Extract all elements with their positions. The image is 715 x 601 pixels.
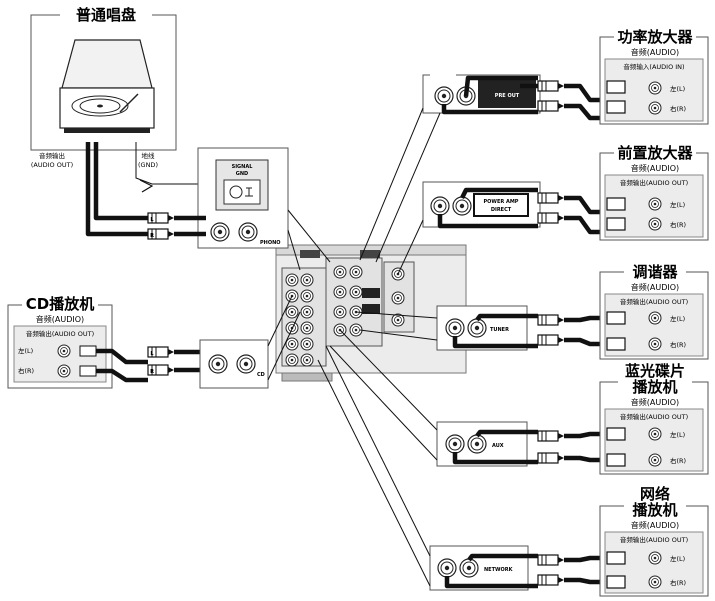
cd-input-label: CD (257, 372, 265, 378)
ground-wire (135, 142, 224, 185)
preamp-io: 音频输出(AUDIO OUT) (620, 178, 688, 187)
power-amp-cable-right (564, 103, 604, 121)
bluray-group: 音频(AUDIO) (631, 397, 679, 407)
phono-plug-right-label: R (150, 233, 154, 239)
cd-player-left: 左(L) (18, 346, 33, 355)
turntable-gnd-cn: 地线 (142, 151, 156, 160)
phono-label: PHONO (260, 240, 281, 246)
turntable-audio-out-cn: 音频输出 (39, 151, 65, 160)
pre-out-cable-right (441, 104, 538, 115)
preamp-right: 右(R) (670, 220, 686, 229)
turntable-cable-left (93, 142, 148, 221)
cd-player-output: 音频输出(AUDIO OUT) (26, 329, 94, 338)
preamp-device: 前置放大器 音频(AUDIO) 音频输出(AUDIO OUT) 左(L) 右(R… (599, 144, 709, 241)
tuner-io: 音频输出(AUDIO OUT) (620, 297, 688, 306)
aux-input-detail: AUX (436, 421, 528, 467)
bluray-right: 右(R) (670, 456, 686, 465)
power-amp-right: 右(R) (670, 104, 686, 113)
network-player-group: 音频(AUDIO) (631, 520, 679, 530)
turntable-device: 普通唱盘 音频输出 (AUDIO OUT) 地线 (GND) (30, 6, 177, 169)
power-amp-io: 音频输入(AUDIO IN) (623, 62, 684, 71)
bluray-io: 音频输出(AUDIO OUT) (620, 412, 688, 421)
turntable-icon (59, 39, 155, 133)
preamp-left: 左(L) (670, 200, 685, 209)
ground-symbol-icon (245, 187, 253, 197)
bluray-title-line1: 蓝光碟片 (625, 362, 685, 380)
aux-input-label: AUX (492, 443, 504, 449)
preamp-plug-left (537, 192, 565, 204)
phono-plug-left-label: L (150, 217, 154, 223)
cd-cable-right (96, 368, 148, 383)
tuner-right: 右(R) (670, 340, 686, 349)
network-player-io: 音频输出(AUDIO OUT) (620, 535, 688, 544)
power-amp-line1: POWER AMP (484, 199, 519, 205)
bluray-device: 蓝光碟片 播放机 音频(AUDIO) 音频输出(AUDIO OUT) 左(L) … (599, 362, 709, 475)
power-amp-group: 音频(AUDIO) (631, 47, 679, 57)
power-amp-cable-left (564, 83, 604, 103)
power-amp-device: 功率放大器 音频(AUDIO) 音频输入(AUDIO IN) 左(L) 右(R) (599, 28, 709, 125)
network-plug-right (537, 574, 565, 586)
power-amp-left: 左(L) (670, 84, 685, 93)
turntable-audio-out-en: (AUDIO OUT) (31, 161, 73, 169)
network-player-device: 网络 播放机 音频(AUDIO) 音频输出(AUDIO OUT) 左(L) 右(… (599, 485, 709, 597)
pre-out-plug-right (537, 100, 565, 112)
cd-player-right: 右(R) (18, 366, 34, 375)
signal-gnd-line1: SIGNAL (232, 164, 254, 170)
tuner-plug-right (537, 334, 565, 346)
preamp-title: 前置放大器 (617, 144, 693, 162)
cd-plug-left-label: L (150, 351, 154, 357)
preamp-group: 音频(AUDIO) (631, 163, 679, 173)
tuner-input-label: TUNER (490, 327, 509, 333)
cd-cable-left (96, 348, 148, 365)
receiver-rear-panel (275, 244, 467, 382)
turntable-title: 普通唱盘 (76, 6, 136, 24)
turntable-cable-right (85, 142, 148, 237)
network-player-title-line1: 网络 (640, 485, 670, 503)
cd-input-detail: CD (199, 339, 269, 389)
turntable-gnd-en: (GND) (138, 161, 158, 169)
cd-plug-right-label: R (150, 369, 154, 375)
aux-plug-left (537, 430, 565, 442)
tuner-plug-left (537, 314, 565, 326)
aux-plug-right (537, 452, 565, 464)
cd-player-group: 音频(AUDIO) (36, 314, 84, 324)
preamp-plug-right (537, 212, 565, 224)
power-amp-title: 功率放大器 (617, 28, 693, 46)
bluray-left: 左(L) (670, 430, 685, 439)
tuner-input-detail: TUNER (436, 305, 528, 351)
network-input-label: NETWORK (484, 567, 514, 573)
ground-lug-icon (139, 179, 154, 193)
network-player-right: 右(R) (670, 578, 686, 587)
tuner-title: 调谐器 (632, 263, 678, 281)
pre-out-plug-left (537, 80, 565, 92)
cd-player-title: CD播放机 (26, 295, 94, 313)
pre-out-label: PRE OUT (495, 93, 520, 99)
tuner-left: 左(L) (670, 314, 685, 323)
tuner-device: 调谐器 音频(AUDIO) 音频输出(AUDIO OUT) 左(L) 右(R) (599, 263, 709, 360)
network-plug-left (537, 554, 565, 566)
network-player-title-line2: 播放机 (632, 501, 677, 519)
power-amp-line2: DIRECT (491, 207, 512, 213)
cd-player-device: CD播放机 音频(AUDIO) 音频输出(AUDIO OUT) 左(L) 右(R… (7, 295, 113, 389)
tuner-group: 音频(AUDIO) (631, 282, 679, 292)
signal-gnd-line2: GND (236, 171, 248, 177)
network-input-detail: NETWORK (429, 545, 529, 591)
bluray-title-line2: 播放机 (632, 378, 677, 396)
phono-detail: SIGNAL GND PHONO (197, 147, 289, 249)
pre-out-cable-left (463, 75, 538, 97)
network-player-left: 左(L) (670, 554, 685, 563)
